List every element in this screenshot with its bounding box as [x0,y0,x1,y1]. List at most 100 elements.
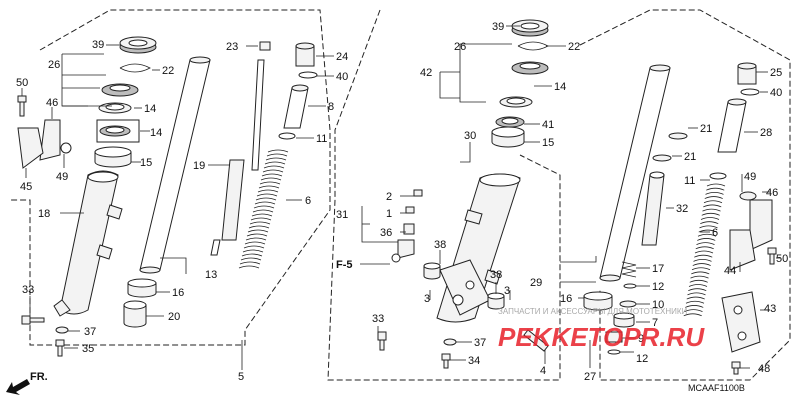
callout-6-left: 6 [305,195,311,207]
spring-coil [698,229,717,233]
spring-coil [700,217,720,220]
callout-11-right: 11 [684,175,695,187]
spring-coil [688,288,707,292]
piece-7 [613,312,635,328]
callout-30: 30 [464,130,476,142]
callout-43: 43 [764,303,776,315]
diagram-code: MCAAF1100B [688,383,745,393]
spring-coil [260,177,282,181]
callout-18: 18 [38,208,50,220]
spring-coil [244,241,266,245]
small-bolts-1-2 [403,189,423,235]
spring-coil [254,201,276,205]
bottom-case-left [53,170,123,317]
callout-33-left: 33 [22,284,34,296]
spring-coil [253,205,275,209]
callout-49-right: 49 [744,171,756,183]
spring-coil [699,225,718,229]
callout-22-left: 22 [162,65,174,77]
spring-coil [705,191,724,195]
left-assembly-boundary [10,9,331,346]
callout-40-right: 40 [770,87,782,99]
spring-coil [263,165,285,169]
callout-20: 20 [168,311,180,323]
collar-38-a [423,262,441,280]
guide-bushing-right [491,126,525,148]
callout-39-left: 39 [92,39,104,51]
spring-coil [257,189,279,193]
callout-21-b: 21 [684,151,696,163]
spring-coil [683,313,702,317]
front-direction-arrow: FR. [6,371,48,395]
callout-40-left: 40 [336,71,348,83]
callout-45-left: 45 [20,181,32,193]
spring-coil [262,169,284,173]
spring-coil [267,149,289,153]
callout-8: 8 [328,101,334,113]
callout-38-a: 38 [434,239,446,251]
callout-28: 28 [760,127,772,139]
spring-coil [692,263,711,266]
spring-coil [696,242,715,245]
spring-coil [243,245,265,249]
fork-spring-right [683,183,726,317]
spring-coil [688,284,708,287]
speed-sensor-31 [391,239,415,263]
oil-seal-right-a [511,61,549,75]
callout-17: 17 [652,263,664,275]
fork-tube-left [139,56,211,274]
bolt-33-left [21,315,45,325]
callout-22-right: 22 [568,41,580,53]
washer-21-a [668,132,688,140]
spring-coil [251,213,273,217]
callout-12-right-b: 12 [636,353,648,365]
callouts-left: 39 26 22 14 14 15 50 46 45 49 18 33 37 3… [16,39,348,383]
spring-coil [689,279,708,283]
callout-9: 9 [638,333,644,345]
washer-37-mid [443,338,457,346]
spring-coil [239,261,261,265]
callout-15-left: 15 [140,157,152,169]
spring-coil [249,221,271,225]
bracket-right [729,191,773,271]
dust-seal-right [511,19,549,37]
spacer-8 [283,84,309,129]
callout-39-right: 39 [492,21,504,33]
callout-3-b: 3 [504,285,510,297]
guide-bushing-left [94,146,132,168]
spring-coil [691,271,710,275]
callout-12-right-a: 12 [652,281,664,293]
callout-41: 41 [542,119,554,131]
callout-14-right: 14 [554,81,566,93]
callout-49-left: 49 [56,171,68,183]
callout-15-right: 15 [542,137,554,149]
spring-coil [702,208,721,212]
bolt-33-mid [377,331,387,351]
damper-32 [641,171,665,246]
spring-coil [245,237,267,241]
slide-bushing-16-right [583,291,613,311]
back-up-ring-41 [495,116,525,128]
callout-2: 2 [386,191,392,203]
spring-coil [697,233,717,237]
spring-coil [695,246,714,250]
o-ring-40-left [298,71,318,79]
direction-label: FR. [30,371,48,383]
spring-coil [686,296,705,300]
spring-coil [242,249,264,253]
callout-37-left: 37 [84,326,96,338]
spring-coil [691,267,711,271]
o-ring-12-right-a [623,283,637,289]
callout-6-right: 6 [712,227,718,239]
callout-46-right: 46 [766,187,778,199]
callout-38-b: 38 [490,269,502,281]
callout-16-right: 16 [560,293,572,305]
spring-coil [259,181,281,185]
spring-coil [265,157,287,161]
washer-11-right [709,172,727,180]
fork-spring-left [238,149,289,269]
callout-29: 29 [530,277,542,289]
spring-coil [685,300,705,304]
callout-35-left: 35 [82,343,94,355]
callout-16-left: 16 [172,287,184,299]
